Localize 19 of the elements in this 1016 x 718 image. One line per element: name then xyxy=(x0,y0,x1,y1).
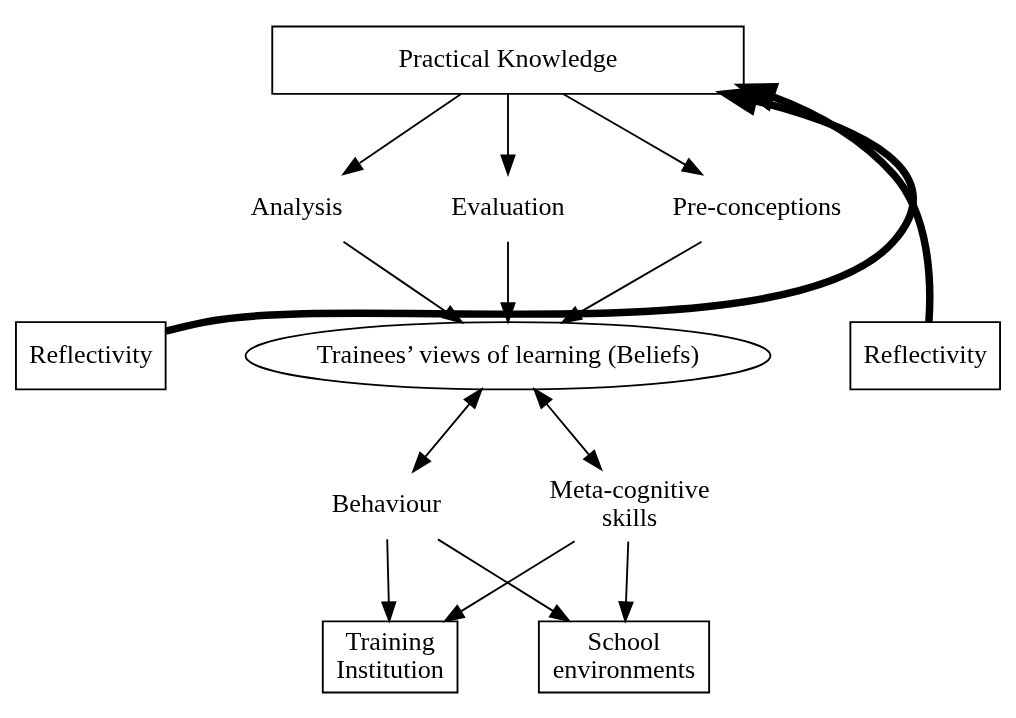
node-text: Pre-conceptions xyxy=(672,191,842,221)
node-text: Analysis xyxy=(250,191,343,221)
arrow xyxy=(532,386,603,472)
node-text: Behaviour xyxy=(331,488,441,518)
arrow xyxy=(500,92,516,177)
node-box: Reflectivity xyxy=(15,320,167,390)
node-text: Meta-cognitive skills xyxy=(549,474,710,532)
node-box: Training Institution xyxy=(321,620,459,693)
node-box: School environments xyxy=(537,620,711,693)
arrow xyxy=(380,537,397,624)
node-box: Reflectivity xyxy=(849,320,1001,390)
arrow xyxy=(562,92,705,176)
arrow xyxy=(411,386,484,474)
node-ellipse: Trainees’ views of learning (Beliefs) xyxy=(244,320,772,390)
arrow xyxy=(733,82,934,322)
node-text: Evaluation xyxy=(451,191,565,221)
arrow xyxy=(618,540,634,624)
arrow xyxy=(341,92,462,176)
node-box: Practical Knowledge xyxy=(271,25,745,95)
